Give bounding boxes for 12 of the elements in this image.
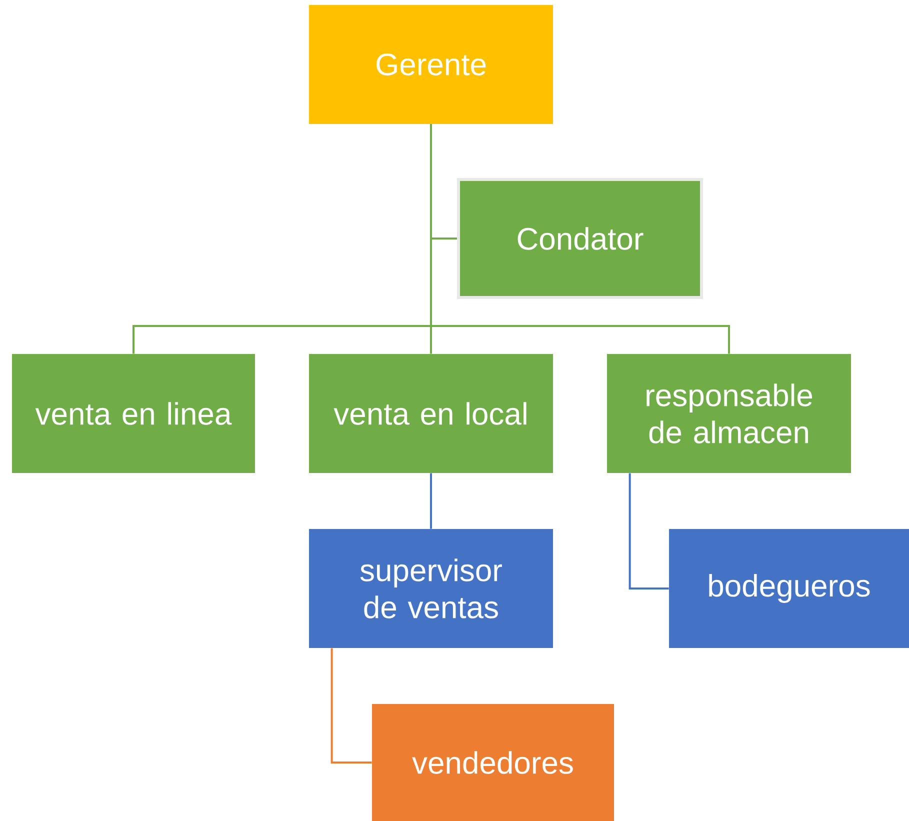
role-box: Condator bbox=[457, 178, 703, 299]
role-box: venta en local bbox=[309, 354, 553, 473]
manager-box: Gerente bbox=[309, 4, 553, 124]
role-box: venta en linea bbox=[12, 354, 255, 473]
role-box: responsable de almacen bbox=[607, 354, 852, 473]
connector-line bbox=[430, 473, 432, 529]
connector-line bbox=[330, 648, 372, 764]
role-box: vendedores bbox=[372, 704, 614, 821]
connector-line bbox=[430, 124, 730, 354]
role-box: supervisor de ventas bbox=[309, 529, 553, 648]
role-box: bodegueros bbox=[669, 529, 909, 648]
connector-line bbox=[628, 473, 669, 590]
